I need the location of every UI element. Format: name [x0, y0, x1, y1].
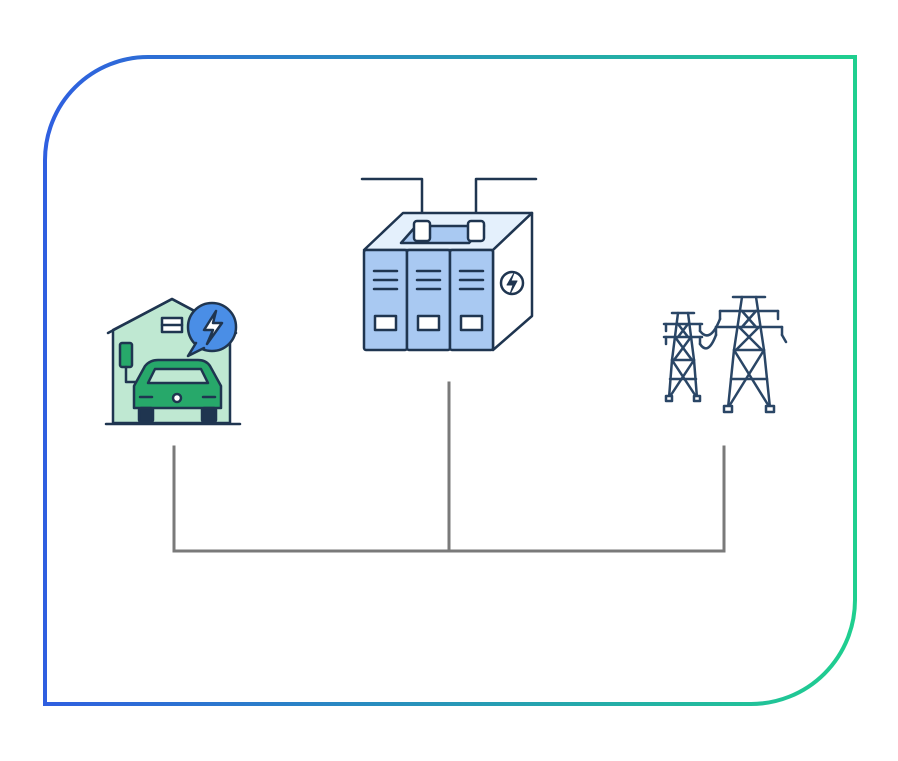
battery-storage-cabinet-icon — [360, 177, 538, 352]
connector-lines — [172, 381, 726, 553]
power-line-wire — [698, 317, 722, 337]
large-tower-icon — [714, 295, 784, 414]
small-tower-icon — [662, 311, 704, 403]
transmission-towers-icon — [662, 295, 788, 414]
diagram-frame — [43, 55, 857, 706]
house-ev-charging-icon — [104, 297, 242, 426]
power-line-wire — [780, 333, 788, 344]
power-line-wire — [698, 333, 718, 350]
